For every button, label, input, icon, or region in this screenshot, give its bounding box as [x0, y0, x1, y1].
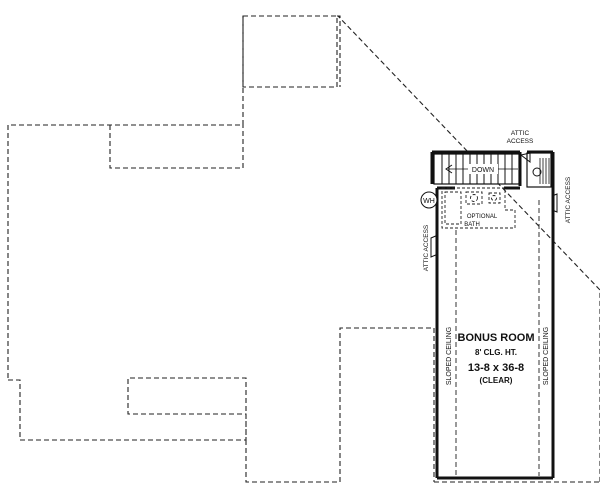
bonus-room-clear: (CLEAR): [480, 376, 513, 385]
attic-access-top-line1: ATTIC: [511, 130, 530, 137]
optional-bath-line2: BATH: [464, 222, 480, 228]
attic-access-right: ATTIC ACCESS: [551, 176, 572, 223]
water-heater: WH: [420, 191, 438, 209]
attic-access-top-line2: ACCESS: [507, 138, 534, 145]
optional-bath: [441, 187, 516, 229]
knee-wall-lines: [455, 200, 540, 476]
lower-floor-outline: [7, 15, 600, 483]
attic-access-top: ATTIC ACCESS: [507, 130, 552, 188]
attic-access-left-label: ATTIC ACCESS: [423, 224, 430, 271]
bonus-room-dimensions: 13-8 x 36-8: [468, 362, 524, 374]
attic-access-left: ATTIC ACCESS: [423, 224, 439, 271]
attic-access-right-label: ATTIC ACCESS: [565, 176, 572, 223]
sloped-ceiling-right: SLOPED CEILING: [543, 327, 550, 385]
sloped-ceiling-left: SLOPED CEILING: [446, 327, 453, 385]
optional-bath-line1: OPTIONAL: [467, 214, 498, 220]
bonus-room-ceiling: 8' CLG. HT.: [475, 348, 517, 357]
staircase: DOWN: [433, 153, 520, 185]
stair-label: DOWN: [472, 167, 494, 174]
bonus-room-title: BONUS ROOM: [458, 332, 535, 344]
bonus-room-walls: [430, 150, 555, 480]
stair-label-bg: [468, 164, 498, 174]
water-heater-label: WH: [423, 198, 435, 205]
